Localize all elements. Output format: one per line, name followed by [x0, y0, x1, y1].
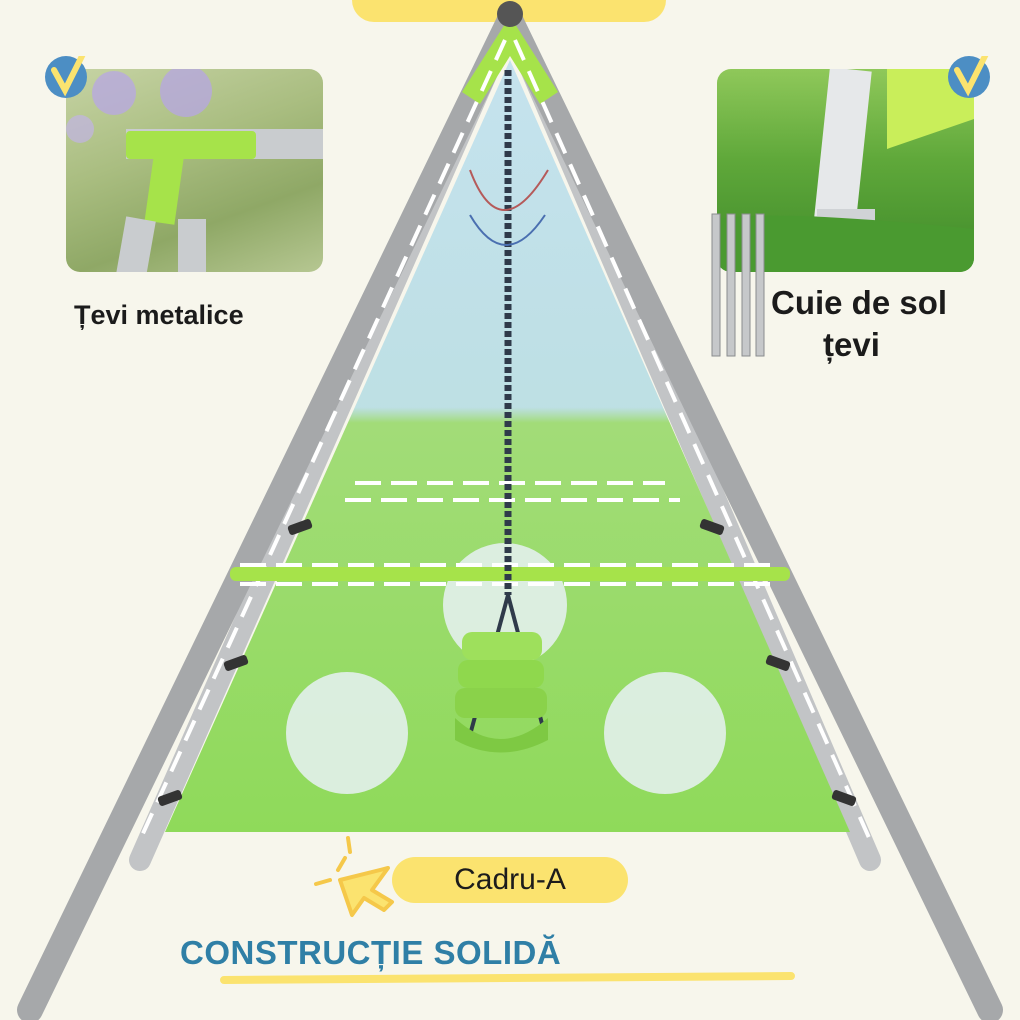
ground-stakes-label-line1: Cuie de sol: [771, 284, 948, 321]
ground-stakes-label: Cuie de sol țevi: [771, 282, 947, 366]
ground-stakes-label-line2: țevi: [823, 326, 880, 363]
frame-label-pill: [392, 857, 628, 903]
canopy-net: [165, 60, 850, 832]
swing-seat: [455, 632, 548, 753]
frame-label: Cadru-A: [454, 863, 566, 896]
metal-pipes-photo: [66, 69, 323, 272]
metal-pipes-label: Țevi metalice: [74, 300, 244, 330]
headline: CONSTRUCȚIE SOLIDĂ: [180, 934, 562, 971]
checkmark-badge-icon: [948, 56, 990, 98]
checkmark-badge-icon: [45, 56, 87, 98]
